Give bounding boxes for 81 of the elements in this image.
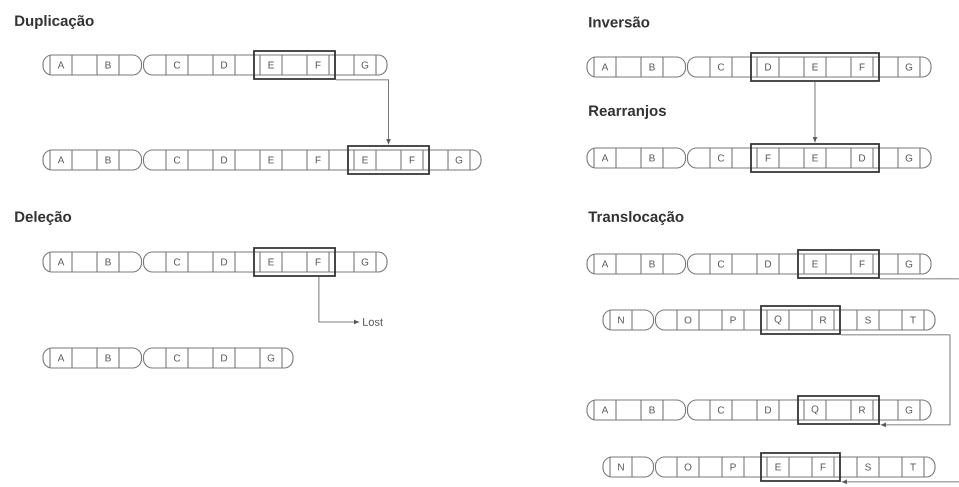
gene-label: D xyxy=(765,64,772,70)
gene-label: R xyxy=(820,316,826,324)
section-heading: Translocação xyxy=(588,211,684,225)
gene-label: D xyxy=(765,260,772,268)
gene-label: E xyxy=(362,156,368,164)
gene-label: C xyxy=(718,154,724,162)
gene-label: E xyxy=(268,156,274,164)
section-heading: Duplicação xyxy=(15,15,94,29)
gene-label: F xyxy=(820,464,826,470)
arrow xyxy=(840,334,950,428)
gene-label: N xyxy=(618,464,624,470)
arrow xyxy=(842,480,959,484)
gene-label: B xyxy=(649,406,655,414)
gene-label: D xyxy=(859,154,866,162)
gene-label: C xyxy=(718,260,724,268)
gene-label: D xyxy=(765,406,772,414)
gene-label: F xyxy=(316,156,321,164)
gene-label: C xyxy=(718,63,724,71)
gene-label: A xyxy=(602,260,608,268)
gene-label: S xyxy=(865,463,871,471)
gene-label: G xyxy=(456,156,462,164)
section-heading: Rearranjos xyxy=(589,105,666,119)
gene-label: C xyxy=(174,156,180,164)
gene-label: O xyxy=(684,463,692,471)
gene-label: F xyxy=(410,156,415,164)
gene-label: F xyxy=(860,260,865,268)
gene-label: B xyxy=(649,64,655,70)
gene-label: R xyxy=(859,406,866,414)
gene-label: O xyxy=(684,316,692,324)
gene-label: F xyxy=(316,62,321,68)
gene-label: A xyxy=(602,154,608,162)
gene-label: E xyxy=(775,464,781,470)
gene-label: A xyxy=(602,64,608,70)
gene-label: G xyxy=(268,354,274,362)
gene-label: F xyxy=(860,64,865,70)
gene-label: A xyxy=(58,156,64,164)
gene-label: A xyxy=(58,258,64,266)
arrow xyxy=(318,276,359,324)
gene-label: E xyxy=(812,260,818,268)
gene-label: P xyxy=(730,316,736,324)
gene-label: D xyxy=(221,62,228,68)
gene-label: P xyxy=(730,464,736,470)
gene-label: B xyxy=(649,154,655,162)
gene-label: G xyxy=(906,63,912,71)
gene-label: A xyxy=(602,406,608,414)
gene-label: B xyxy=(106,62,111,68)
section-heading: Deleção xyxy=(15,211,72,225)
gene-label: D xyxy=(221,354,228,362)
gene-label: E xyxy=(812,154,818,162)
gene-label: E xyxy=(812,64,818,70)
gene-label: G xyxy=(362,258,368,266)
gene-label: F xyxy=(316,258,321,266)
gene-label: C xyxy=(174,61,180,69)
gene-label: B xyxy=(649,260,655,268)
gene-label: A xyxy=(58,62,64,68)
gene-label: B xyxy=(106,258,111,266)
gene-label: G xyxy=(906,154,912,162)
arrow xyxy=(812,82,818,142)
gene-label: N xyxy=(618,316,624,324)
gene-label: F xyxy=(766,154,771,162)
gene-label: S xyxy=(865,316,871,324)
gene-label: B xyxy=(106,354,111,362)
gene-label: B xyxy=(106,156,111,164)
gene-label: T xyxy=(910,316,916,324)
gene-label: C xyxy=(174,258,180,266)
gene-label: G xyxy=(906,260,912,268)
gene-label: Q xyxy=(812,406,818,414)
gene-label: E xyxy=(268,62,274,68)
gene-label: D xyxy=(221,156,228,164)
edge-label: Lost xyxy=(363,318,383,326)
gene-label: C xyxy=(174,354,180,362)
gene-label: G xyxy=(362,61,368,69)
gene-label: G xyxy=(906,406,912,414)
arrow xyxy=(336,80,391,144)
gene-label: A xyxy=(58,354,64,362)
section-heading: Inversão xyxy=(589,16,650,28)
gene-label: Q xyxy=(774,316,782,324)
gene-label: D xyxy=(221,258,228,266)
gene-label: E xyxy=(268,258,274,266)
gene-label: T xyxy=(910,464,916,470)
gene-label: C xyxy=(718,406,724,414)
